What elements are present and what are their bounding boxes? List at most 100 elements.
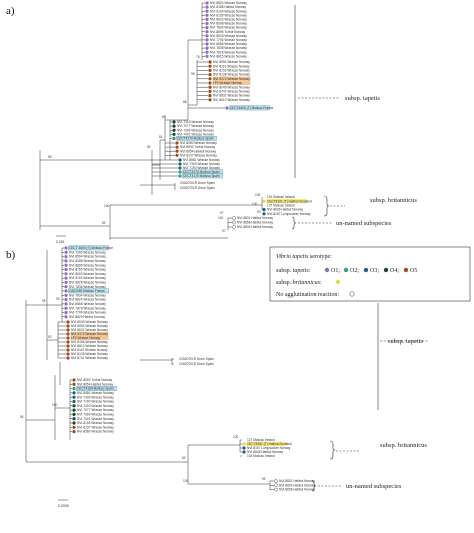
tree-leaf: NVI-7303 Wrasse Norway (70, 404, 114, 408)
taxon-label: NVI-8188 Wrasse Norway (69, 259, 106, 263)
panel-b-britannicus-brace (329, 440, 336, 460)
tree-leaf: NVI-8080 Wrasse Norway (70, 430, 114, 434)
panel-b-letter: b) (6, 249, 16, 261)
taxon-label: 102 Mollusc Ireland (267, 195, 295, 199)
serotype-dot (208, 98, 212, 102)
tree-leaf: NVI-8994 Wrasse Norway (197, 60, 250, 64)
taxon-label: 127 Mollusc Ireland (267, 204, 295, 208)
legend-britannicus-dot (335, 279, 341, 285)
taxon-label: NVI-8610 Wrasse Norway (213, 98, 250, 102)
leaf-highlight (76, 386, 117, 391)
bootstrap-value: 99 (262, 477, 266, 481)
serotype-dot (225, 106, 229, 110)
bootstrap-value: 92 (48, 335, 52, 339)
tree-leaf: NVI-8632 Wrasse Norway (197, 94, 250, 98)
panel-a-britannicus-brace (323, 195, 330, 217)
serotype-dot (175, 145, 179, 149)
serotype-dot (205, 30, 209, 34)
taxon-label: NVI-8658 Halibut Norway (279, 488, 315, 492)
taxon-label: NVI-8080 Wrasse Norway (77, 430, 114, 434)
tree-leaf: NVI-8156 Wrasse Norway (58, 340, 108, 344)
taxon-label: NVI-8603 Wrasse Norway (69, 272, 106, 276)
tree-leaf: NVI-8080 Wrasse Norway (165, 141, 217, 145)
taxon-label: NVI-8834 Halibut Norway (279, 483, 315, 487)
tree-leaf: NVI-8831 Halibut Norway (270, 479, 315, 483)
leaf-highlight (68, 245, 109, 251)
serotype-dot (208, 73, 212, 77)
serotype-dot (64, 263, 68, 267)
serotype-dot (232, 225, 236, 229)
tree-leaf: NVI-8954 Halibut Norway (165, 149, 216, 153)
taxon-label: NVI-7077 Wrasse Norway (177, 124, 214, 128)
serotype-dot (66, 336, 70, 340)
tree-leaf: NVI-7190 Wrasse Norway (152, 166, 220, 170)
taxon-label: CECT4600 (T) Mollusc France (230, 106, 273, 110)
serotype-dot (205, 54, 209, 58)
leaf-highlight (182, 173, 223, 179)
serotype-dot (66, 332, 70, 336)
taxon-label: NVI-8157 Lumpsucker Norway (267, 212, 311, 216)
taxon-label: NVI-8080 Wrasse Norway (180, 141, 217, 145)
legend-row-tapetis: subsp. tapetis: (276, 268, 311, 274)
panel-a-letter: a) (6, 5, 15, 17)
legend-row2-suffix: : (320, 280, 322, 286)
taxon-label: NVI-7834 Wrasse Norway (210, 26, 247, 30)
tree-leaf: NVI-8994 Wrasse Norway (58, 324, 108, 328)
serotype-dot (205, 46, 209, 50)
tree-leaf: NVI-7401 Wrasse Norway (70, 417, 114, 421)
tree-leaf: NVI-8137 Wrasse Norway (165, 153, 217, 157)
tree-leaf: NVI-8156 Wrasse Norway (197, 69, 250, 73)
tree-leaf: NVI-8603 Wrasse Norway (62, 272, 106, 276)
legend-frame (269, 246, 471, 302)
taxon-label: NVI-7190 Wrasse Norway (183, 166, 220, 170)
tree-leaf: NVI-8105 Wrasse Norway (70, 421, 114, 425)
taxon-label: C0620701R Drum Spain (179, 357, 214, 361)
taxon-label: NVI-8138 Wrasse Norway (71, 352, 108, 356)
leaf-highlight (212, 76, 251, 81)
legend-row1-prefix: subsp. (276, 268, 293, 274)
taxon-label: NVI-8666 Wrasse Norway (69, 302, 106, 306)
bootstrap-value: 100 (104, 204, 110, 208)
tree-leaf: NVI-8610 Wrasse Norway (197, 98, 250, 102)
taxon-label: NVI-7306 Wrasse Norway (69, 250, 106, 254)
tree-leaf: LP2 Wrasse Norway (58, 335, 109, 340)
taxon-label: NVI-8119 Wrasse Norway (213, 64, 250, 68)
serotype-dot (208, 64, 212, 68)
legend-o3: O3; (370, 268, 379, 274)
tree-leaf: NVI-8090 Turbot Norway (70, 378, 112, 382)
leaf-highlight (212, 80, 251, 85)
bootstrap-value: 98 (191, 72, 195, 76)
panel-a-britannicus-label: subsp. britannicus (370, 197, 417, 204)
tree-leaf: 127 Mollusc Ireland (267, 204, 295, 208)
tree-leaf: NVI-8137 Wrasse Norway (70, 425, 114, 429)
taxon-label: NVI-8824 Wrasse Norway (210, 1, 247, 5)
tree-leaf: NVI-7838 Wrasse Norway (202, 46, 247, 50)
taxon-label: NVI-8632 Wrasse Norway (213, 94, 250, 98)
serotype-dot (178, 166, 182, 170)
tree-leaf: NVI-7838 Wrasse Norway (62, 285, 106, 289)
panel-a-branches (39, 3, 263, 240)
taxon-label: CECT4170 Mollusc Spain (177, 137, 214, 141)
taxon-label: NVI-8049 Wrasse Norway (71, 320, 108, 324)
serotype-dot (208, 89, 212, 93)
taxon-label: NVI-8603 Wrasse Norway (210, 18, 247, 22)
serotype-dot (242, 446, 246, 450)
tree-leaf: 102 Mollusc Ireland (267, 195, 295, 199)
taxon-label: NVI-7706 Wrasse Norway (210, 38, 247, 42)
tree-leaf: NVI-7300 Wrasse Norway (152, 162, 220, 166)
tree-leaf: NVI-7306 Wrasse Norway (62, 250, 106, 254)
tree-leaf: CECT4170 Mollusc Spain (170, 136, 217, 141)
serotype-dot (172, 128, 176, 132)
taxon-label: CECT 4600 (T) Mollusc France (69, 246, 113, 250)
panel-b-unnamed-brace (311, 480, 317, 492)
serotype-dot (72, 399, 76, 404)
serotype-dot (72, 425, 76, 429)
bootstrap-value: 99 (56, 297, 60, 301)
panel-b-scale-label: 0.0005 (58, 504, 69, 508)
tree-leaf: CECT4170 Mollusc Spain (152, 169, 223, 175)
taxon-label: NVI-8994 Wrasse Norway (213, 60, 250, 64)
taxon-label: NVI-8954 Halibut Norway (77, 382, 113, 386)
